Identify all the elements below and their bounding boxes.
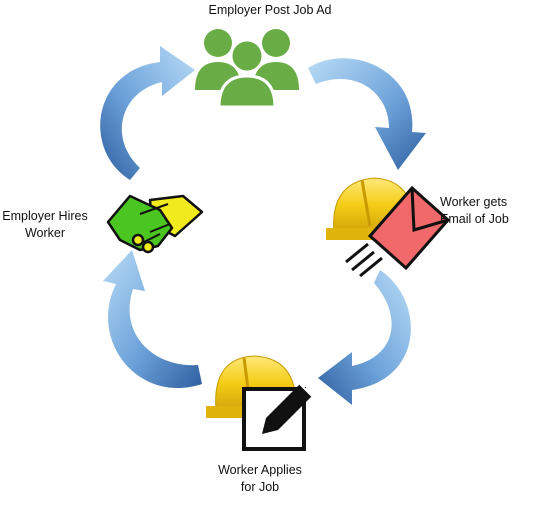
label-line: Worker gets [440, 195, 508, 209]
hardhat-edit-form-icon [206, 355, 313, 451]
label-line: Employer Hires [2, 209, 88, 223]
arrow-left-top [100, 46, 195, 180]
step-label-employer-post-job-ad: Employer Post Job Ad [150, 2, 390, 19]
label-line: for Job [240, 480, 280, 494]
envelope-icon [367, 185, 451, 271]
arrow-right-bottom [318, 270, 411, 405]
label-line: Worker [24, 226, 66, 240]
arrow-bottom-left [103, 250, 202, 389]
label-line: Worker Applies [218, 463, 302, 477]
step-label-worker-gets-email: Worker gets Email of Job [440, 194, 537, 228]
step-label-worker-applies: Worker Applies for Job [190, 462, 330, 496]
arrow-top-right [308, 58, 426, 171]
group-of-people-icon [195, 29, 299, 109]
step-label-employer-hires-worker: Employer Hires Worker [0, 208, 90, 242]
handshake-icon [106, 194, 204, 254]
label-line: Email of Job [440, 212, 509, 226]
label-line: Employer Post Job Ad [208, 3, 332, 17]
hardhat-email-icon [326, 177, 451, 278]
